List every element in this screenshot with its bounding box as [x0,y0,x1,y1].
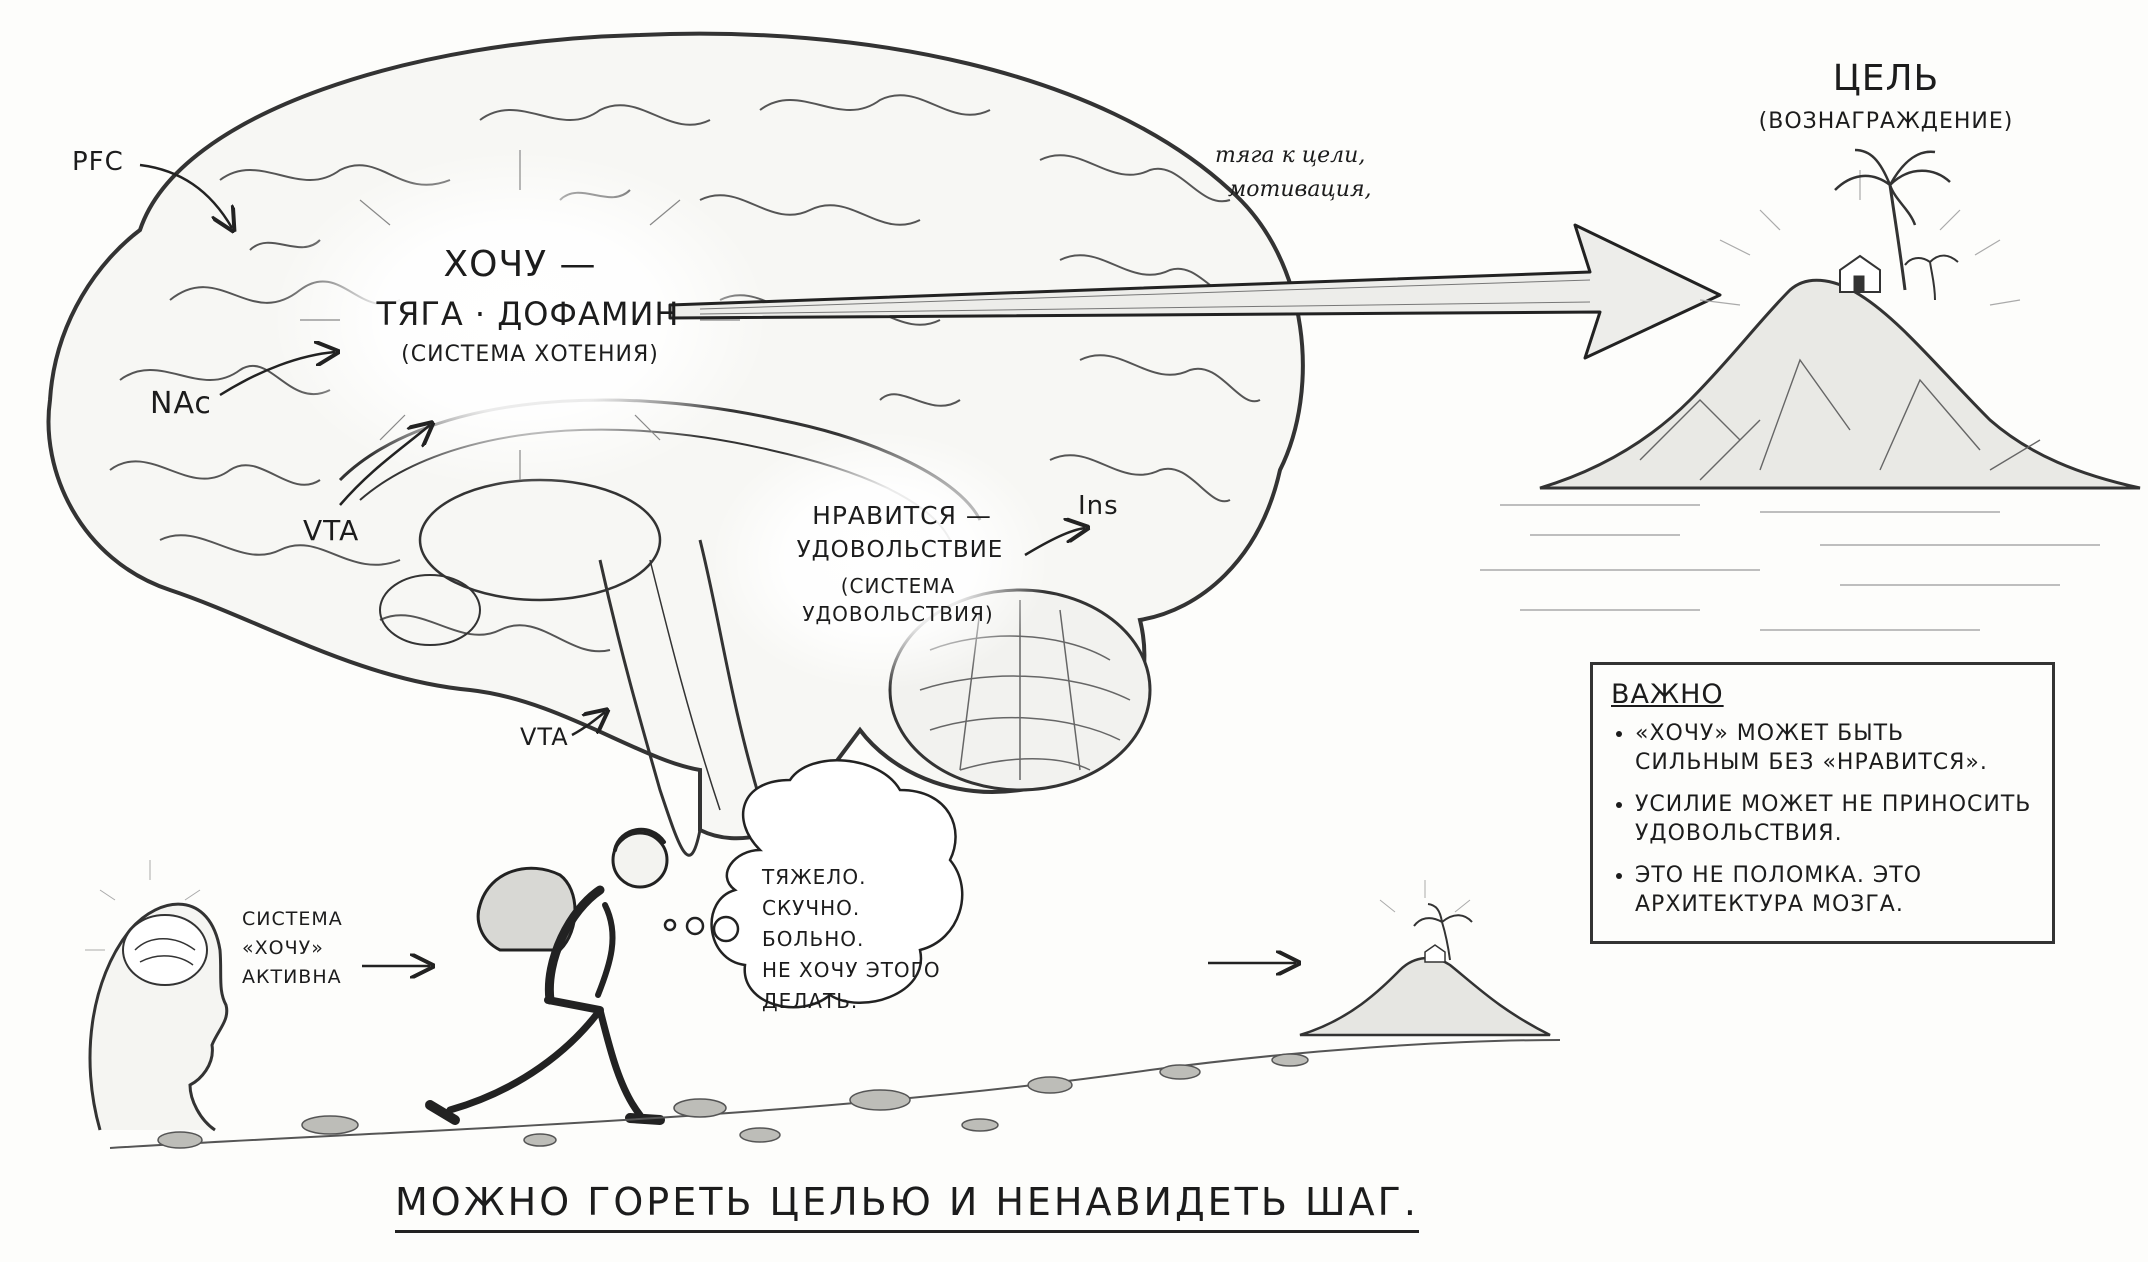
important-item: Усилие может не приносить удовольствия. [1635,791,2034,848]
nac-label: NAc [150,386,212,421]
important-box: ВАЖНО «хочу» может быть сильным без «нра… [1590,662,2055,944]
thought-line: ТЯЖЕЛО. [762,865,867,889]
goal-island [1480,148,2141,631]
thought-line: НЕ ХОЧУ ЭТОГО [762,958,941,982]
ground [109,1039,1561,1149]
like-title: НРАВИТСЯ — [812,501,992,530]
thought-bubble-text: ТЯЖЕЛО. СКУЧНО. БОЛЬНО. НЕ ХОЧУ ЭТОГО ДЕ… [762,862,941,1017]
arrow-note-line1: тяга к цели, [1215,143,1366,168]
goal-subtitle: (ВОЗНАГРАЖДЕНИЕ) [1758,109,2014,134]
goal-title: ЦЕЛЬ [1832,58,1940,99]
want-subtitle: ТЯГА · ДОФАМИН [376,295,680,333]
thought-line: БОЛЬНО. [762,927,865,951]
ins-arrow [1024,528,1085,557]
bottom-caption: МОЖНО ГОРЕТЬ ЦЕЛЬЮ И НЕНАВИДЕТЬ ШАГ. [395,1180,1419,1233]
arrow-note-line2: мотивация, [1228,177,1372,202]
want-glow [270,150,770,490]
vta-upper-arrow [339,425,430,506]
want-system-label: (система хотения) [401,342,659,367]
vta-lower-label: VTA [520,723,569,751]
like-system-line1: (СИСТЕМА [840,574,956,598]
pointer-arrows [139,163,1296,966]
hiker-figure [425,827,669,1125]
head-profile [85,860,229,1132]
goal-arrow [668,223,1722,360]
thought-bubble-shape [663,759,964,1009]
want-rays [300,150,740,480]
like-glow [710,430,1050,690]
nac-arrow [219,352,335,397]
thought-line: ДЕЛАТЬ. [762,989,859,1013]
vta-lower-arrow [571,712,605,737]
important-item: «хочу» может быть сильным без «нравится»… [1635,720,2034,777]
like-subtitle: УДОВОЛЬСТВИЕ [796,537,1004,563]
system-label-line2: «ХОЧУ» [242,937,324,959]
pfc-arrow [139,163,232,228]
important-item: Это не поломка. Это архитектура мозга. [1635,862,2034,919]
like-system-line2: УДОВОЛЬСТВИЯ) [802,602,994,626]
thought-line: СКУЧНО. [762,896,861,920]
vta-upper-label: VTA [303,514,360,547]
want-title: ХОЧУ — [443,244,597,285]
system-label-line1: СИСТЕМА [242,908,343,930]
pfc-label: PFC [72,147,124,177]
important-title: ВАЖНО [1611,679,1724,710]
important-list: «хочу» может быть сильным без «нравится»… [1611,720,2034,920]
small-island [1299,880,1551,1037]
system-label-line3: АКТИВНА [242,966,342,988]
ins-label: Ins [1078,491,1119,521]
